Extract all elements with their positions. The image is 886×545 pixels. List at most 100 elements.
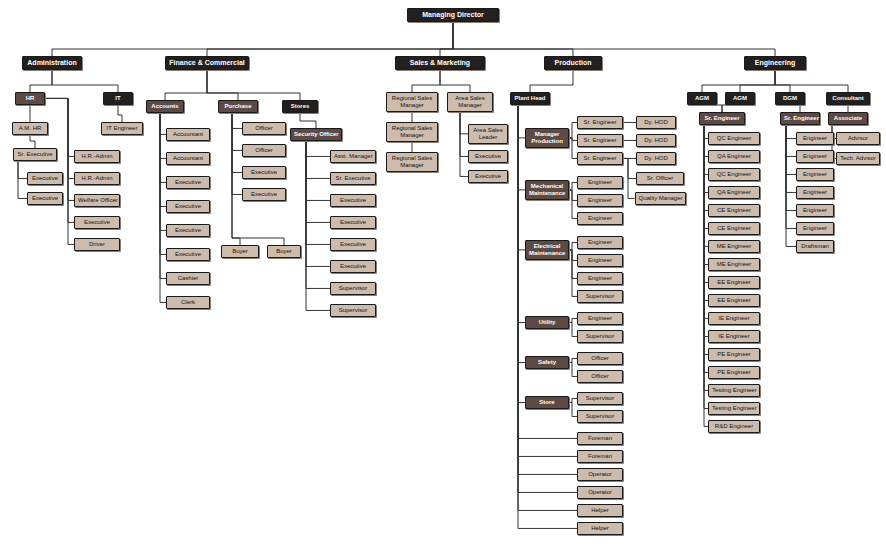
node-label: Plant Head	[514, 95, 546, 102]
connector-line	[775, 70, 790, 92]
position-box: Operator	[577, 486, 623, 499]
department-box: AGM	[687, 92, 717, 105]
node-label: Driver	[78, 241, 116, 248]
position-box: Executive	[330, 216, 376, 229]
node-label: Operator	[581, 471, 619, 478]
connector-line	[165, 70, 207, 100]
connector-line	[306, 141, 330, 245]
connector-line	[786, 125, 796, 211]
node-label: Manager Production	[529, 131, 565, 145]
position-box: Executive	[330, 260, 376, 273]
node-label: Executive	[78, 219, 116, 226]
node-label: Sr. Engineer	[581, 119, 619, 126]
position-box: Engineer	[577, 176, 623, 189]
section-box: Associate	[828, 112, 868, 125]
position-box: EE Engineer	[708, 294, 760, 307]
node-label: Finance & Commercial	[169, 59, 245, 67]
position-box: IE Engineer	[708, 330, 760, 343]
connector-line	[306, 141, 330, 311]
section-box: Electrical Maintenance	[525, 240, 569, 260]
position-box: Draftsman	[796, 240, 834, 253]
position-box: Area Sales Leader	[468, 124, 508, 144]
section-box: Purchase	[218, 100, 258, 113]
connector-line	[740, 70, 775, 92]
position-box: Executive	[242, 188, 286, 201]
connector-line	[518, 105, 525, 403]
position-box: Sr. Executive	[13, 148, 57, 161]
position-box: Dy. HOD	[636, 116, 676, 129]
node-label: Sr. Executive	[334, 175, 372, 182]
department-box: Sales & Marketing	[395, 56, 485, 70]
node-label: AGM	[691, 95, 713, 102]
node-label: Engineer	[581, 275, 619, 282]
connector-line	[569, 250, 577, 279]
position-box: Sr. Engineer	[577, 152, 623, 165]
position-box: Area Sales Manager	[447, 92, 493, 112]
node-label: Supervisor	[334, 307, 372, 314]
department-box: Plant Head	[510, 92, 550, 105]
node-label: PE Engineer	[712, 351, 756, 358]
connector-line	[702, 70, 775, 92]
connector-line	[306, 141, 330, 267]
connector-line	[118, 105, 122, 122]
position-box: Engineer	[796, 168, 834, 181]
connector-line	[30, 70, 52, 92]
node-label: Engineering	[748, 59, 802, 67]
node-label: Engineer	[581, 315, 619, 322]
position-box: Executive	[468, 150, 508, 163]
position-box: Engineer	[577, 254, 623, 267]
node-label: Officer	[581, 355, 619, 362]
position-box: Regional Sales Manager	[386, 122, 438, 142]
connector-line	[30, 135, 35, 148]
position-box: Officer	[242, 144, 286, 157]
position-box: Officer	[577, 370, 623, 383]
node-label: H.R.-Admin	[78, 153, 116, 160]
section-box: Security Officer	[290, 128, 342, 141]
connector-line	[518, 105, 525, 190]
connector-line	[623, 122, 636, 123]
node-label: ME Engineer	[712, 261, 756, 268]
node-label: EE Engineer	[712, 297, 756, 304]
position-box: ME Engineer	[708, 258, 760, 271]
position-box: QA Engineer	[708, 150, 760, 163]
position-box: Cashier	[166, 272, 210, 285]
position-box: Asst. Manager	[330, 150, 376, 163]
connector-line	[440, 22, 453, 56]
section-box: HR	[15, 92, 45, 105]
node-label: Engineer	[581, 215, 619, 222]
position-box: Testing Engineer	[708, 402, 760, 415]
connector-line	[569, 402, 577, 416]
node-label: IT Engineer	[105, 125, 139, 132]
node-label: Supervisor	[581, 293, 619, 300]
connector-line	[18, 161, 27, 179]
position-box: Testing Engineer	[708, 384, 760, 397]
connector-line	[569, 190, 577, 201]
position-box: Executive	[330, 238, 376, 251]
connector-line	[786, 125, 796, 247]
node-label: A.M. HR	[16, 125, 44, 132]
node-label: ME Engineer	[712, 243, 756, 250]
node-label: AGM	[729, 95, 751, 102]
connector-line	[569, 242, 577, 249]
node-label: Utility	[529, 319, 565, 326]
position-box: Driver	[74, 238, 120, 251]
node-label: PE Engineer	[712, 369, 756, 376]
position-box: Engineer	[577, 312, 623, 325]
node-label: Sr. Executive	[17, 151, 53, 158]
position-box: R&D Engineer	[708, 420, 760, 433]
node-label: QC Engineer	[712, 171, 756, 178]
position-box: Supervisor	[577, 330, 623, 343]
node-label: Welfare Officer	[78, 197, 116, 204]
position-box: Tech. Advisor	[836, 152, 880, 165]
connector-line	[569, 318, 577, 322]
department-box: DGM	[775, 92, 805, 105]
connector-line	[45, 98, 74, 178]
position-box: ME Engineer	[708, 240, 760, 253]
position-box: Officer	[242, 122, 286, 135]
connector-line	[460, 112, 468, 134]
position-box: Sr. Officer	[636, 172, 684, 185]
position-box: Supervisor	[330, 304, 376, 317]
node-label: Asst. Manager	[334, 153, 372, 160]
node-label: Engineer	[581, 179, 619, 186]
position-box: Regional Sales Manager	[386, 92, 438, 112]
